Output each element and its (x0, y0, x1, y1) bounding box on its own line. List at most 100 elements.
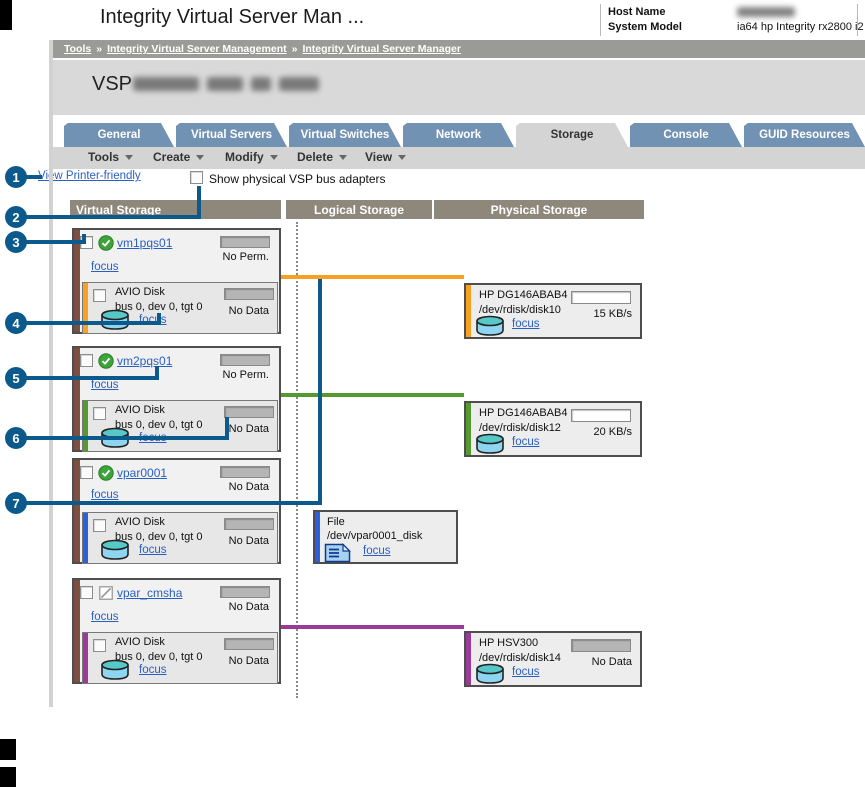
callout-5-line (155, 366, 159, 380)
dropdown-arrow-icon (196, 155, 205, 161)
callout-1-line (25, 175, 42, 179)
dropdown-arrow-icon (398, 155, 407, 161)
breadcrumb-link-manager[interactable]: Integrity Virtual Server Manager (302, 43, 461, 55)
server-name-link[interactable]: vpar_cmsha (117, 586, 183, 600)
app-title: Integrity Virtual Server Man ... (100, 6, 365, 28)
server-name-link[interactable]: vpar0001 (117, 466, 168, 480)
disk-meter-label: No Data (228, 535, 269, 547)
tab-network[interactable]: Network (403, 123, 514, 147)
disk-meter-label: No Data (228, 423, 269, 435)
physical-meter-label: No Data (591, 656, 632, 668)
disk-checkbox[interactable] (93, 407, 106, 420)
tab-console[interactable]: Console (630, 123, 742, 147)
server-meter (220, 586, 270, 598)
menu-modify[interactable]: Modify (225, 150, 278, 164)
hostname-redacted (251, 77, 271, 91)
connector-vpar-cmsha (281, 625, 464, 629)
server-name-link[interactable]: vm1pqs01 (117, 236, 173, 250)
callout-7-line (25, 501, 322, 505)
disk-accent-bar (83, 633, 88, 683)
server-accent-bar (74, 230, 80, 332)
physical-focus-link[interactable]: focus (512, 436, 540, 448)
physical-meter (571, 409, 631, 422)
column-header-virtual-storage: Virtual Storage (70, 200, 281, 219)
server-focus-link[interactable]: focus (91, 611, 119, 623)
disk-checkbox[interactable] (93, 519, 106, 532)
menu-tools[interactable]: Tools (88, 150, 134, 164)
page-left-border (49, 40, 53, 707)
server-checkbox[interactable] (80, 354, 93, 367)
tab-virtual-servers[interactable]: Virtual Servers (176, 123, 287, 147)
breadcrumb-link-ivsm[interactable]: Integrity Virtual Server Management (107, 43, 287, 55)
disk-focus-link[interactable]: focus (139, 664, 167, 676)
server-checkbox[interactable] (80, 586, 93, 599)
server-focus-link[interactable]: focus (91, 489, 119, 501)
server-meter-label: No Data (228, 481, 269, 493)
physical-device: /dev/rdisk/disk14 (479, 652, 561, 664)
tab-guid-resources[interactable]: GUID Resources (744, 123, 865, 147)
server-checkbox[interactable] (80, 466, 93, 479)
menu-bar: Tools Create Modify Delete View (53, 147, 865, 169)
disk-checkbox[interactable] (93, 639, 106, 652)
server-meter-label: No Perm. (222, 369, 269, 381)
physical-storage-card-disk14: HP HSV300 /dev/rdisk/disk14 No Data focu… (464, 631, 642, 687)
callout-4: 4 (5, 312, 27, 334)
callout-1: 1 (5, 166, 27, 188)
physical-accent-bar (466, 403, 471, 455)
server-name-link[interactable]: vm2pqs01 (117, 354, 173, 368)
menu-view[interactable]: View (365, 150, 407, 164)
dropdown-arrow-icon (269, 155, 278, 161)
server-accent-bar (74, 580, 80, 682)
disk-address: bus 0, dev 0, tgt 0 (115, 651, 203, 663)
physical-model: HP DG146ABAB4 (479, 407, 568, 419)
callout-6: 6 (5, 427, 27, 449)
disk-checkbox[interactable] (93, 289, 106, 302)
host-name-label: Host Name (608, 6, 666, 18)
server-focus-link[interactable]: focus (91, 379, 119, 391)
physical-focus-link[interactable]: focus (512, 318, 540, 330)
disk-type: AVIO Disk (115, 286, 165, 298)
logical-focus-link[interactable]: focus (363, 545, 391, 557)
callout-3: 3 (5, 231, 27, 253)
physical-model: HP DG146ABAB4 (479, 289, 568, 301)
status-unknown-icon (99, 586, 115, 602)
show-adapters-label: Show physical VSP bus adapters (209, 172, 386, 186)
server-focus-link[interactable]: focus (91, 261, 119, 273)
menu-delete[interactable]: Delete (297, 150, 348, 164)
tab-virtual-switches[interactable]: Virtual Switches (289, 123, 401, 147)
logical-path: /dev/vpar0001_disk (327, 530, 423, 542)
disk-meter (224, 638, 274, 650)
virtual-disk-card: AVIO Disk bus 0, dev 0, tgt 0 No Data fo… (82, 282, 278, 334)
disk-address: bus 0, dev 0, tgt 0 (115, 531, 203, 543)
disk-focus-link[interactable]: focus (139, 544, 167, 556)
system-model-value: ia64 hp Integrity rx2800 i2 (737, 21, 864, 33)
disk-meter (224, 406, 274, 418)
status-ok-icon (98, 465, 114, 481)
menu-create[interactable]: Create (153, 150, 205, 164)
tab-general[interactable]: General (64, 123, 174, 147)
breadcrumb-link-tools[interactable]: Tools (64, 43, 92, 55)
logical-type: File (327, 516, 345, 528)
server-accent-bar (74, 460, 80, 562)
show-adapters-checkbox[interactable] (190, 171, 203, 184)
server-meter (220, 236, 270, 248)
physical-model: HP HSV300 (479, 637, 539, 649)
connector-vm1pqs01 (281, 275, 464, 279)
callout-5: 5 (5, 367, 27, 389)
tab-storage[interactable]: Storage (516, 123, 628, 147)
disk-accent-bar (83, 283, 88, 333)
page-title: VSP (92, 73, 133, 95)
callout-2: 2 (5, 206, 27, 228)
hostname-redacted (207, 77, 243, 91)
disk-icon (99, 659, 131, 686)
breadcrumb-separator: » (291, 43, 298, 55)
callout-2-line (25, 215, 201, 219)
printer-friendly-link[interactable]: View Printer-friendly (38, 170, 141, 182)
physical-focus-link[interactable]: focus (512, 666, 540, 678)
virtual-server-card-vpar0001: vpar0001 No Data focus AVIO Disk bus 0, … (72, 458, 281, 564)
virtual-server-card-vm2pqs01: vm2pqs01 No Perm. focus AVIO Disk bus 0,… (72, 346, 281, 452)
callout-4-line (157, 313, 161, 325)
disk-type: AVIO Disk (115, 636, 165, 648)
callout-2-line (197, 186, 201, 219)
